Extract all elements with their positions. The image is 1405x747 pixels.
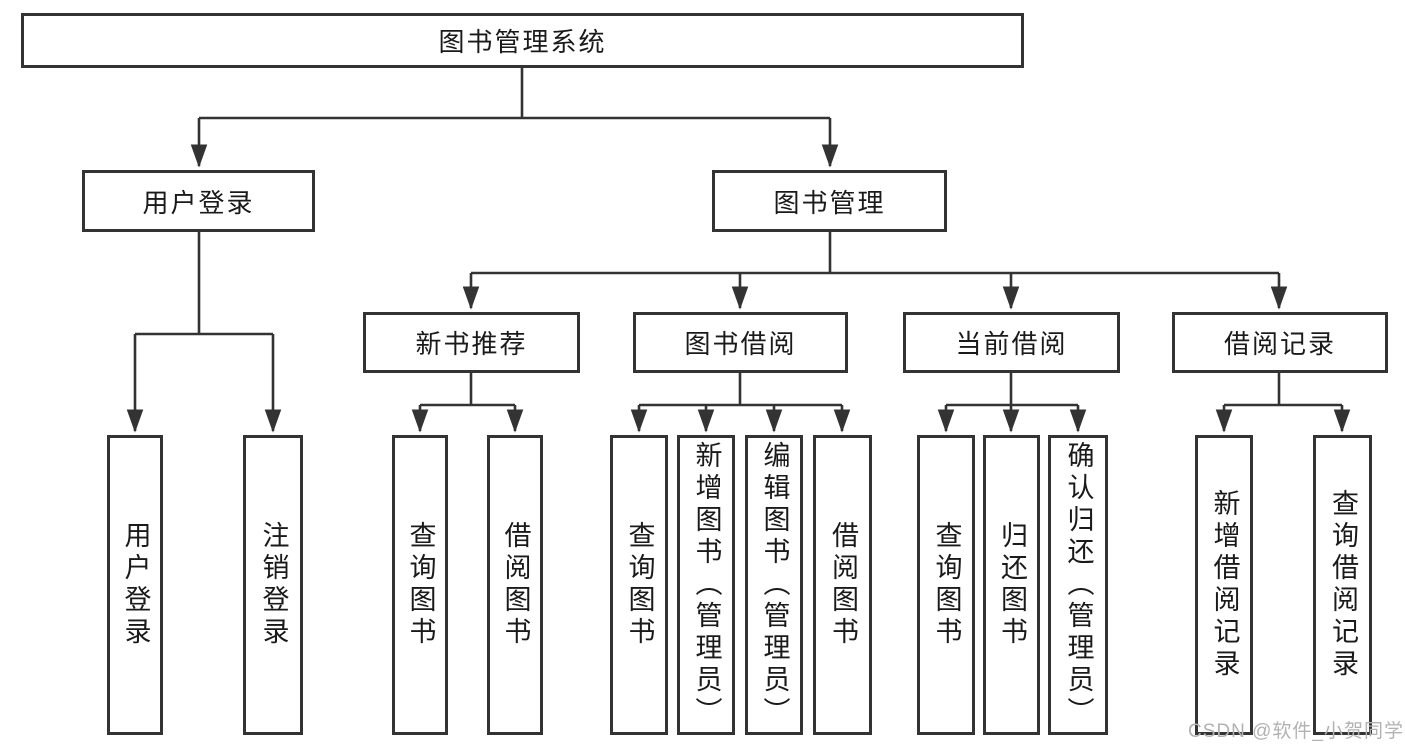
leaf-borrow-books: 借阅图书 <box>813 435 872 735</box>
node-borrow-records: 借阅记录 <box>1172 312 1388 373</box>
leaf-user-login-label: 用户登录 <box>120 521 151 649</box>
node-current-borrow: 当前借阅 <box>903 312 1120 373</box>
leaf-return-books-label: 归还图书 <box>997 521 1028 649</box>
leaf-edit-books-admin: 编辑图书（管理员） <box>745 435 803 735</box>
node-root-label: 图书管理系统 <box>438 27 607 57</box>
leaf-add-books-admin-label: 新增图书（管理员） <box>691 441 722 729</box>
node-root-system: 图书管理系统 <box>21 13 1024 68</box>
node-user-login-label: 用户登录 <box>142 187 255 218</box>
node-new-book-recommend: 新书推荐 <box>363 312 580 373</box>
csdn-watermark: CSDN @软件_小贺同学 <box>1188 721 1404 742</box>
leaf-return-books: 归还图书 <box>983 435 1040 735</box>
leaf-borrow-books-label: 借阅图书 <box>828 521 859 649</box>
leaf-query-books-current-label: 查询图书 <box>931 521 962 649</box>
leaf-user-login: 用户登录 <box>107 435 163 735</box>
node-book-borrow: 图书借阅 <box>633 312 848 373</box>
leaf-add-borrow-record: 新增借阅记录 <box>1195 435 1253 735</box>
node-borrow-records-label: 借阅记录 <box>1223 329 1336 359</box>
node-book-borrow-label: 图书借阅 <box>684 329 797 359</box>
leaf-query-books-recommend-label: 查询图书 <box>405 521 436 649</box>
leaf-edit-books-admin-label: 编辑图书（管理员） <box>759 441 790 729</box>
node-new-book-recommend-label: 新书推荐 <box>415 329 528 359</box>
leaf-borrow-books-recommend-label: 借阅图书 <box>500 521 531 649</box>
leaf-logout-label: 注销登录 <box>258 521 289 649</box>
leaf-confirm-return-admin: 确认归还（管理员） <box>1048 435 1108 735</box>
leaf-confirm-return-admin-label: 确认归还（管理员） <box>1063 441 1094 729</box>
leaf-borrow-books-recommend: 借阅图书 <box>487 435 543 735</box>
leaf-query-books-current: 查询图书 <box>917 435 975 735</box>
leaf-add-borrow-record-label: 新增借阅记录 <box>1209 489 1240 681</box>
leaf-query-books-borrow-label: 查询图书 <box>624 521 655 649</box>
leaf-query-books-borrow: 查询图书 <box>610 435 668 735</box>
node-book-management-label: 图书管理 <box>773 187 886 218</box>
leaf-add-books-admin: 新增图书（管理员） <box>677 435 735 735</box>
node-user-login: 用户登录 <box>82 170 315 232</box>
node-book-management: 图书管理 <box>712 170 947 232</box>
leaf-logout: 注销登录 <box>243 435 303 735</box>
leaf-query-books-recommend: 查询图书 <box>392 435 448 735</box>
node-current-borrow-label: 当前借阅 <box>955 329 1068 359</box>
leaf-query-borrow-record-label: 查询借阅记录 <box>1328 489 1359 681</box>
leaf-query-borrow-record: 查询借阅记录 <box>1313 435 1372 735</box>
